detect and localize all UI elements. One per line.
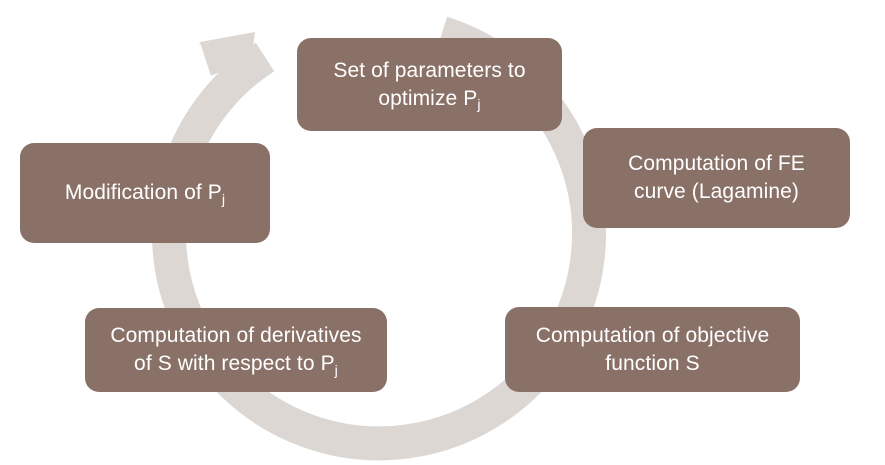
node-left-label: Modification of Pj [64, 181, 226, 208]
node-computation-fe-curve[interactable]: Computation of FE curve (Lagamine) [583, 128, 850, 228]
node-bottomleft-label: Computation of derivatives of S with res… [110, 324, 362, 379]
node-computation-derivatives[interactable]: Computation of derivatives of S with res… [85, 308, 387, 392]
node-set-of-parameters[interactable]: Set of parameters to optimize Pj [297, 38, 562, 131]
node-modification-of-p[interactable]: Modification of Pj [20, 143, 270, 243]
node-top-label: Set of parameters to optimize Pj [333, 58, 526, 114]
subscript-j: j [477, 97, 481, 114]
subscript-j: j [221, 191, 226, 208]
subscript-j: j [334, 362, 338, 379]
node-bottomright-label: Computation of objective function S [535, 323, 770, 375]
node-computation-objective-function[interactable]: Computation of objective function S [505, 307, 800, 392]
ring-arrowhead [199, 32, 255, 88]
node-right-label: Computation of FE curve (Lagamine) [628, 152, 805, 203]
